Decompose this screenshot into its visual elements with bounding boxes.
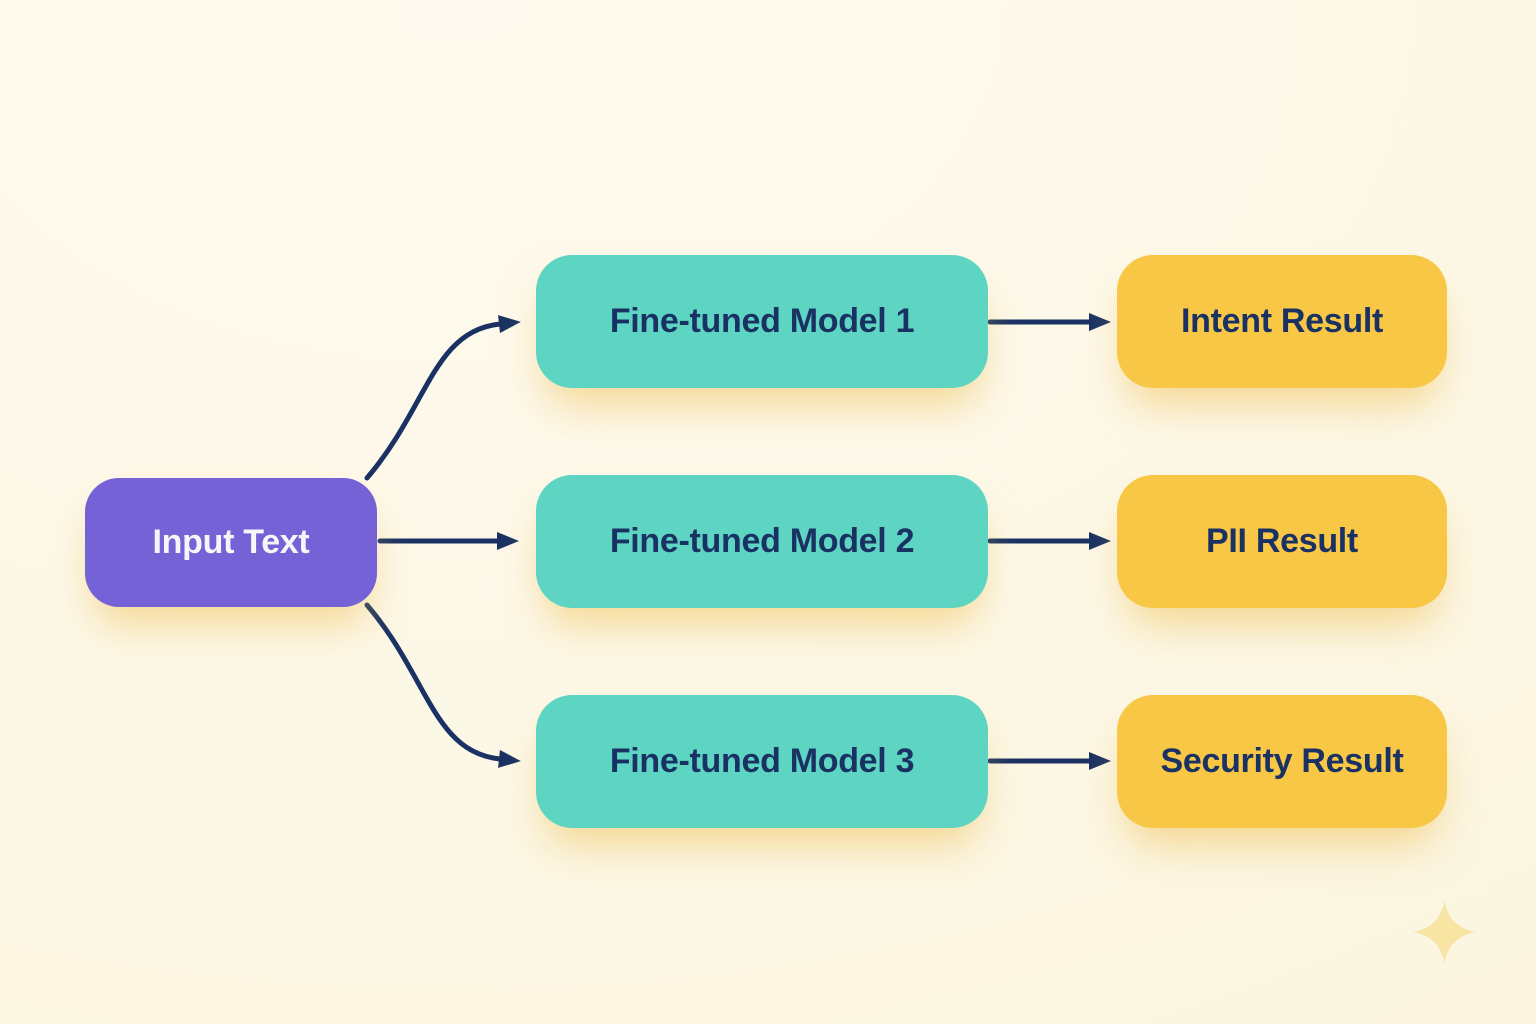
- node-fine-tuned-model-2: Fine-tuned Model 2: [536, 475, 988, 608]
- node-pii-result: PII Result: [1117, 475, 1447, 608]
- node-pii-result-label: PII Result: [1206, 522, 1358, 560]
- node-input-text: Input Text: [85, 478, 377, 607]
- node-security-result: Security Result: [1117, 695, 1447, 828]
- node-intent-result-label: Intent Result: [1181, 302, 1383, 340]
- node-security-result-label: Security Result: [1160, 742, 1404, 780]
- edge-input-to-model1: [364, 315, 521, 481]
- node-fine-tuned-model-2-label: Fine-tuned Model 2: [609, 522, 915, 560]
- node-fine-tuned-model-3: Fine-tuned Model 3: [536, 695, 988, 828]
- node-input-text-label: Input Text: [152, 523, 310, 561]
- node-fine-tuned-model-1: Fine-tuned Model 1: [536, 255, 988, 388]
- sparkle-icon: [1413, 900, 1476, 964]
- edge-input-to-model3: [364, 602, 521, 768]
- node-fine-tuned-model-3-label: Fine-tuned Model 3: [609, 742, 915, 780]
- node-intent-result: Intent Result: [1117, 255, 1447, 388]
- node-fine-tuned-model-1-label: Fine-tuned Model 1: [609, 302, 915, 340]
